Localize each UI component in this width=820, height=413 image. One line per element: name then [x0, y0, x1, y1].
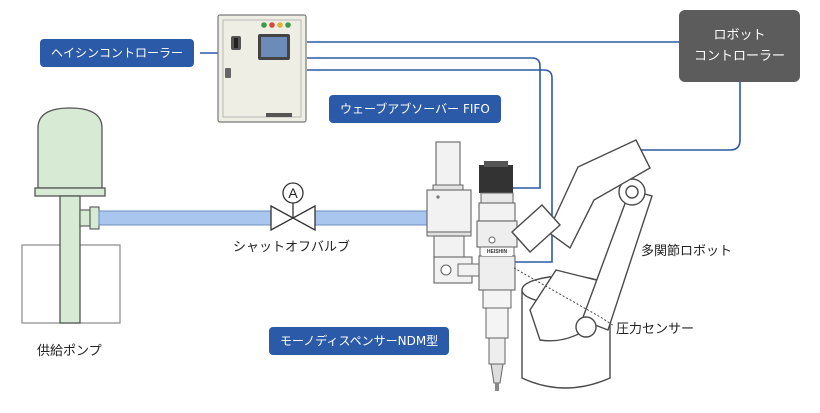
wire-robot-controller-to-robot [640, 82, 741, 151]
wire-controller-to-sensor [307, 69, 553, 263]
supply-pump-label: 供給ポンプ [37, 344, 102, 359]
robot-controller-label: ロボット コントローラー [679, 10, 800, 82]
heater-controller-label: ヘイシンコントローラー [40, 39, 195, 67]
supply-pump [21, 107, 121, 324]
pressure-sensor-label: 圧力センサー [616, 322, 695, 337]
robot-upper-arm [547, 139, 651, 250]
articulated-robot-label: 多関節ロボット [641, 244, 733, 259]
pressure-sensor-leader [513, 267, 615, 327]
dispenser-label: モーノディスペンサーNDM型 [269, 327, 450, 355]
wire-controller-to-motor [307, 57, 541, 189]
robot-lower-arm [581, 189, 653, 331]
supply-pipe [98, 210, 428, 226]
articulated-robot [511, 139, 653, 389]
dispenser-ndm [476, 161, 518, 391]
controller-logo [268, 113, 290, 117]
valve-symbol-text: A [288, 185, 298, 201]
wave-absorber [426, 141, 481, 284]
shut-off-valve-label: シャットオフバルブ [233, 240, 351, 255]
shut-off-valve [270, 182, 316, 232]
wave-absorber-label: ウェーブアブソーバー FIFO [329, 95, 501, 123]
robot-wrist [511, 204, 561, 253]
robot-controller-label-line2: コントローラー [693, 49, 785, 64]
heater-controller-cabinet [217, 14, 307, 123]
robot-controller-label-line1: ロボット [713, 28, 766, 43]
dispenser-badge: HEISHIN [482, 248, 512, 256]
signal-wires [200, 41, 741, 263]
